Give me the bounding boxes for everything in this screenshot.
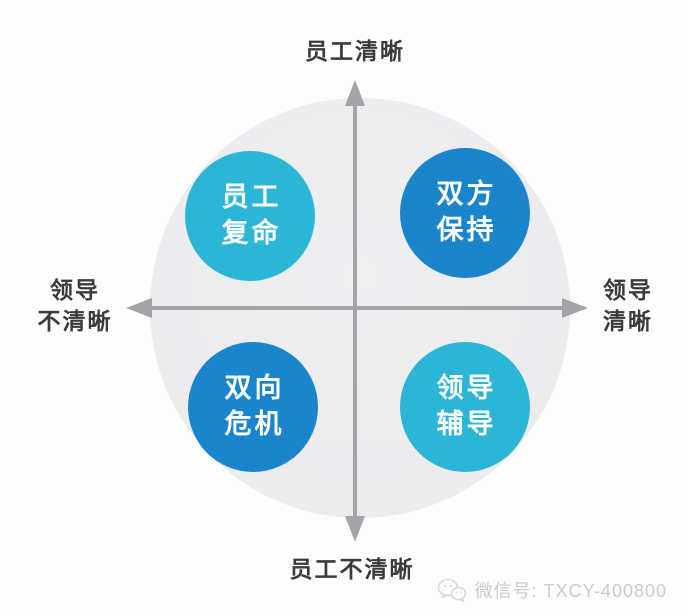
axis-label-top: 员工清晰 [305,38,405,64]
axis-label-bottom: 员工不清晰 [289,556,415,582]
bubble-label-line2: 辅导 [436,409,497,439]
bubble-label-line2: 复命 [221,218,282,248]
arrow-down-icon [345,516,365,542]
bubble-label-line1: 双方 [436,179,497,210]
bubble-label-line1: 领导 [436,373,497,404]
quadrant-bubble-top-left: 员工 复命 [185,151,315,281]
bubble-label-line2: 危机 [224,409,285,439]
bubble-label-line1: 员工 [221,182,282,213]
quadrant-bubble-top-right: 双方 保持 [400,148,530,278]
quadrant-bubble-bottom-left: 双向 危机 [188,342,318,472]
axis-label-right: 领导 清晰 [603,275,653,337]
arrow-left-icon [126,298,152,318]
axis-label-left: 领导 不清晰 [38,275,113,337]
watermark-text: 微信号: TXCY-400800 [474,581,667,601]
watermark: 微信号: TXCY-400800 [437,577,667,603]
wechat-icon [437,578,467,602]
quadrant-bubble-bottom-right: 领导 辅导 [400,342,530,472]
bubble-label-line1: 双向 [224,373,285,404]
axis-label-left-line1: 领导 [50,276,100,303]
bubble-label-line2: 保持 [436,215,497,245]
axis-label-left-line2: 不清晰 [37,308,113,334]
arrow-right-icon [562,298,588,318]
axis-label-right-line1: 领导 [603,276,653,303]
arrow-up-icon [345,80,365,106]
axis-label-right-line2: 清晰 [603,308,653,334]
